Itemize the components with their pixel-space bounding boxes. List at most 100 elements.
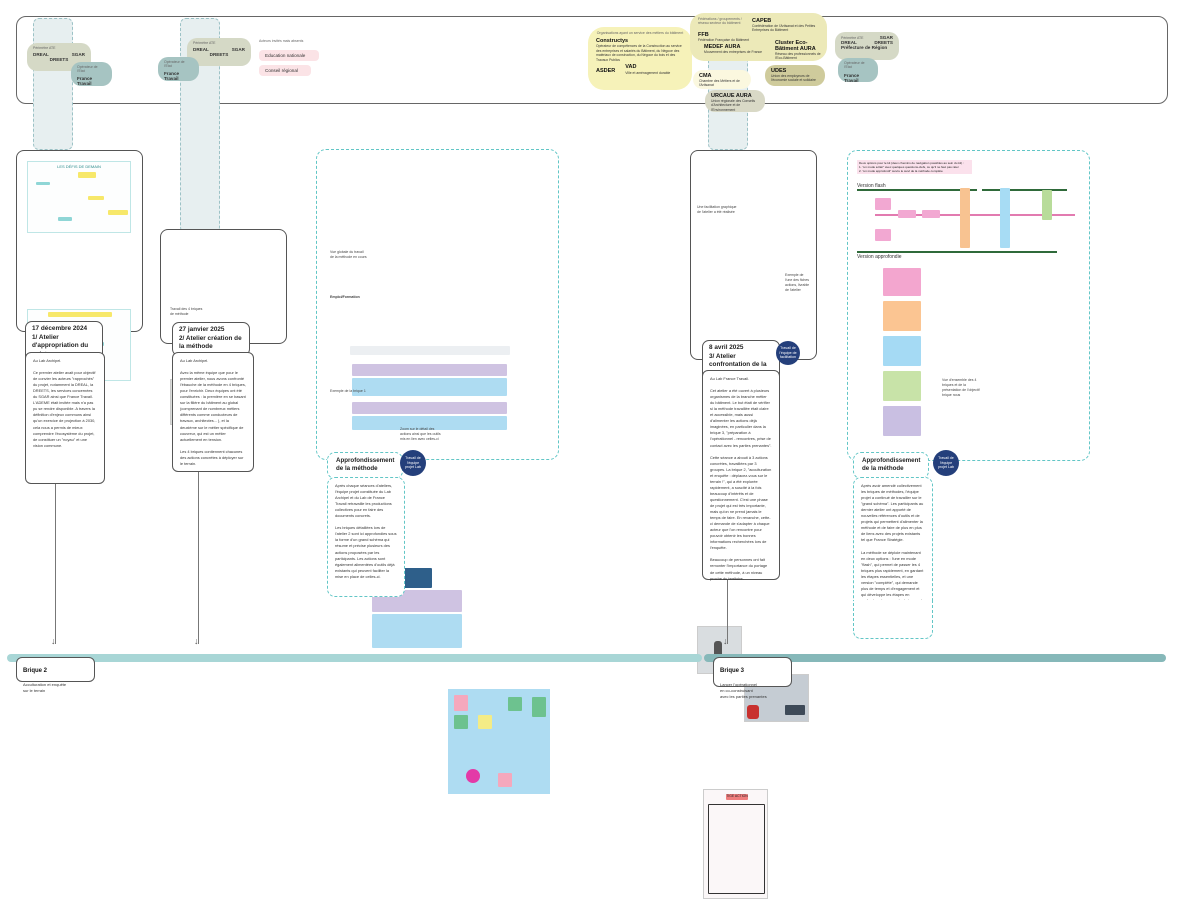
brique-2: Brique 2 Acculturation et enquête sur le… [16, 657, 95, 693]
brique-panel-purple [883, 406, 921, 436]
flow-box [875, 229, 891, 241]
operator-label: Opérateur de l'Etat [844, 61, 865, 69]
brique-panel-blue [883, 336, 921, 366]
approf1-title: Approfondissement de la méthode [327, 452, 403, 479]
approf2-text-overlay [853, 600, 933, 639]
timeline-band-right [704, 654, 1166, 662]
emploi-label: Emploi/Formation [330, 295, 360, 299]
connector [55, 484, 56, 644]
constructys-desc: Opérateur de compétences de la Construct… [596, 44, 682, 62]
approf1-caption-zoom: Zoom sur le détail des actions ainsi que… [400, 427, 441, 441]
operator-1: Opérateur de l'Etat France Travail [71, 62, 112, 86]
brique-panel-orange [883, 301, 921, 331]
ate-item: SGAR [231, 47, 245, 52]
brique-title: Brique 3 [720, 668, 745, 674]
approf1-text: Après chaque séances d'ateliers, l'équip… [327, 477, 405, 597]
asder-name: ASDER [596, 68, 616, 75]
feds-label: Fédérations / groupements / réseau secte… [698, 17, 742, 25]
ate-item: DREAL [841, 40, 857, 45]
ffb-name: FFB [698, 32, 709, 38]
step2-title: 2/ Atelier création de la méthode [179, 334, 242, 351]
constructys-name: Constructys [596, 38, 629, 44]
cma-card: CMA Chambre des Métiers et de l'Artisana… [693, 70, 751, 89]
approf2-caption: Vue d'ensemble des 4 briques et de la pr… [942, 378, 980, 397]
approf1-badge: Travail de l'équipe projet Lab [400, 450, 426, 476]
actors-frame [16, 16, 1168, 104]
brique-desc: Lancer l'opérationnel en co-construisant… [720, 682, 767, 699]
udes-name: UDES [771, 68, 787, 74]
medef-desc: Mouvement des entreprises de France [704, 50, 763, 54]
vad-name: VAD [625, 64, 637, 71]
brique-desc: Acculturation et enquête sur le terrain [23, 682, 67, 693]
down-arrow-icon: ↓ [723, 636, 728, 646]
flash-line [982, 189, 1067, 191]
operator-right: Opérateur de l'Etat France Travail [838, 58, 878, 83]
medef-name: MEDEF AURA [704, 44, 741, 50]
flow-box [1000, 188, 1010, 248]
fiche-title: TIGE ACTION [726, 794, 748, 800]
approf1-caption-global: Vue globale du travail de la méthode en … [330, 250, 367, 259]
approf2-note: Deux options pour le kit (deux chemins d… [857, 160, 972, 174]
step3-caption-fiche: Exemple de l'une des fiches actions, liv… [785, 273, 810, 292]
approf2-frame [847, 150, 1090, 461]
flow-box [922, 210, 940, 218]
step3-date: 8 avril 2025 [709, 344, 744, 351]
approf1-frame [316, 149, 559, 460]
udes-card: UDES Union des employeurs de l'économie … [765, 65, 825, 86]
flow-box [898, 210, 916, 218]
flow-box [1042, 190, 1052, 220]
ate-item: DREETS [874, 40, 893, 45]
capeb-name: CAPEB [752, 18, 772, 24]
operator-name: France Travail [77, 76, 93, 86]
udes-desc: Union des employeurs de l'économie socia… [771, 74, 816, 83]
cma-name: CMA [699, 73, 712, 79]
step2-date-title: 27 janvier 2025 2/ Atelier création de l… [172, 322, 250, 356]
step3-badge: Travail de l'équipe de facilitation [776, 341, 800, 365]
step2-date: 27 janvier 2025 [179, 326, 225, 333]
operator-label: Opérateur de l'Etat [77, 65, 98, 73]
flash-flow [875, 214, 1075, 216]
flash-line [857, 189, 977, 191]
operator-2: Opérateur de l'Etat France Travail [158, 57, 199, 81]
brique-3: Brique 3 Lancer l'opérationnel en co-con… [713, 657, 792, 699]
perimeter-label: Périmètre ATE [193, 41, 216, 45]
step1-text: Au Lab Archipel. Ce premier atelier avai… [25, 352, 105, 484]
version-flash-label: Version flash [857, 183, 886, 189]
ate-item: SGAR [71, 52, 85, 57]
federations-group: Fédérations / groupements / réseau secte… [690, 13, 827, 61]
connector [198, 472, 199, 644]
prefecture-name: Préfecture de Région [841, 45, 888, 50]
perimeter-label: Périmètre ATE [33, 46, 56, 50]
brique-panel-green [883, 371, 921, 401]
cma-desc: Chambre des Métiers et de l'Artisanat [699, 79, 740, 87]
flow-box [875, 198, 891, 210]
orgs-group: Organisations ayant un service des métie… [588, 27, 692, 90]
down-arrow-icon: ↓ [51, 636, 56, 646]
capeb-desc: Confédération de l'Artisanat et des Peti… [752, 24, 816, 33]
operator-name: France Travail [164, 71, 180, 81]
step1-sketchnote-top: LES DÉFIS DE DEMAIN [27, 161, 131, 233]
approf1-global-schema [330, 346, 510, 432]
perimeter-label: Périmètre ATE [841, 35, 864, 40]
brique-title: Brique 2 [23, 668, 48, 674]
ate-item: DREETS [209, 52, 229, 57]
approf2-badge: Travail de l'équipe projet Lab [933, 450, 959, 476]
ate-perimeter-2: Périmètre ATE DREAL SGAR DREETS [187, 38, 251, 66]
invited-label: Acteurs invités mais absents [259, 39, 304, 43]
step2-caption: Travail des 4 briques de méthode [170, 307, 203, 316]
step3-text: Au Lab France Travail. Cet atelier a été… [702, 370, 780, 581]
step3-card [690, 150, 817, 360]
cluster-desc: Réseau des professionnels de l'Eco-Bâtim… [775, 52, 821, 61]
approf1-caption-brique: Exemple de la brique 1 [330, 389, 366, 393]
ate-item: DREAL [33, 52, 49, 57]
version-approfondie-label: Version approfondie [857, 254, 902, 260]
brique-panel-pink [883, 268, 921, 296]
approf1-zoom-detail [448, 689, 550, 794]
urcaue-card: URCAUE AURA Union régionale des Conseils… [705, 90, 765, 112]
connector [727, 580, 728, 644]
operator-name: France Travail [844, 73, 860, 83]
column-step1 [33, 18, 73, 150]
sketchnote-title: LES DÉFIS DE DEMAIN [57, 164, 101, 169]
ate-item: DREAL [193, 47, 209, 52]
timeline-band-left [7, 654, 702, 662]
